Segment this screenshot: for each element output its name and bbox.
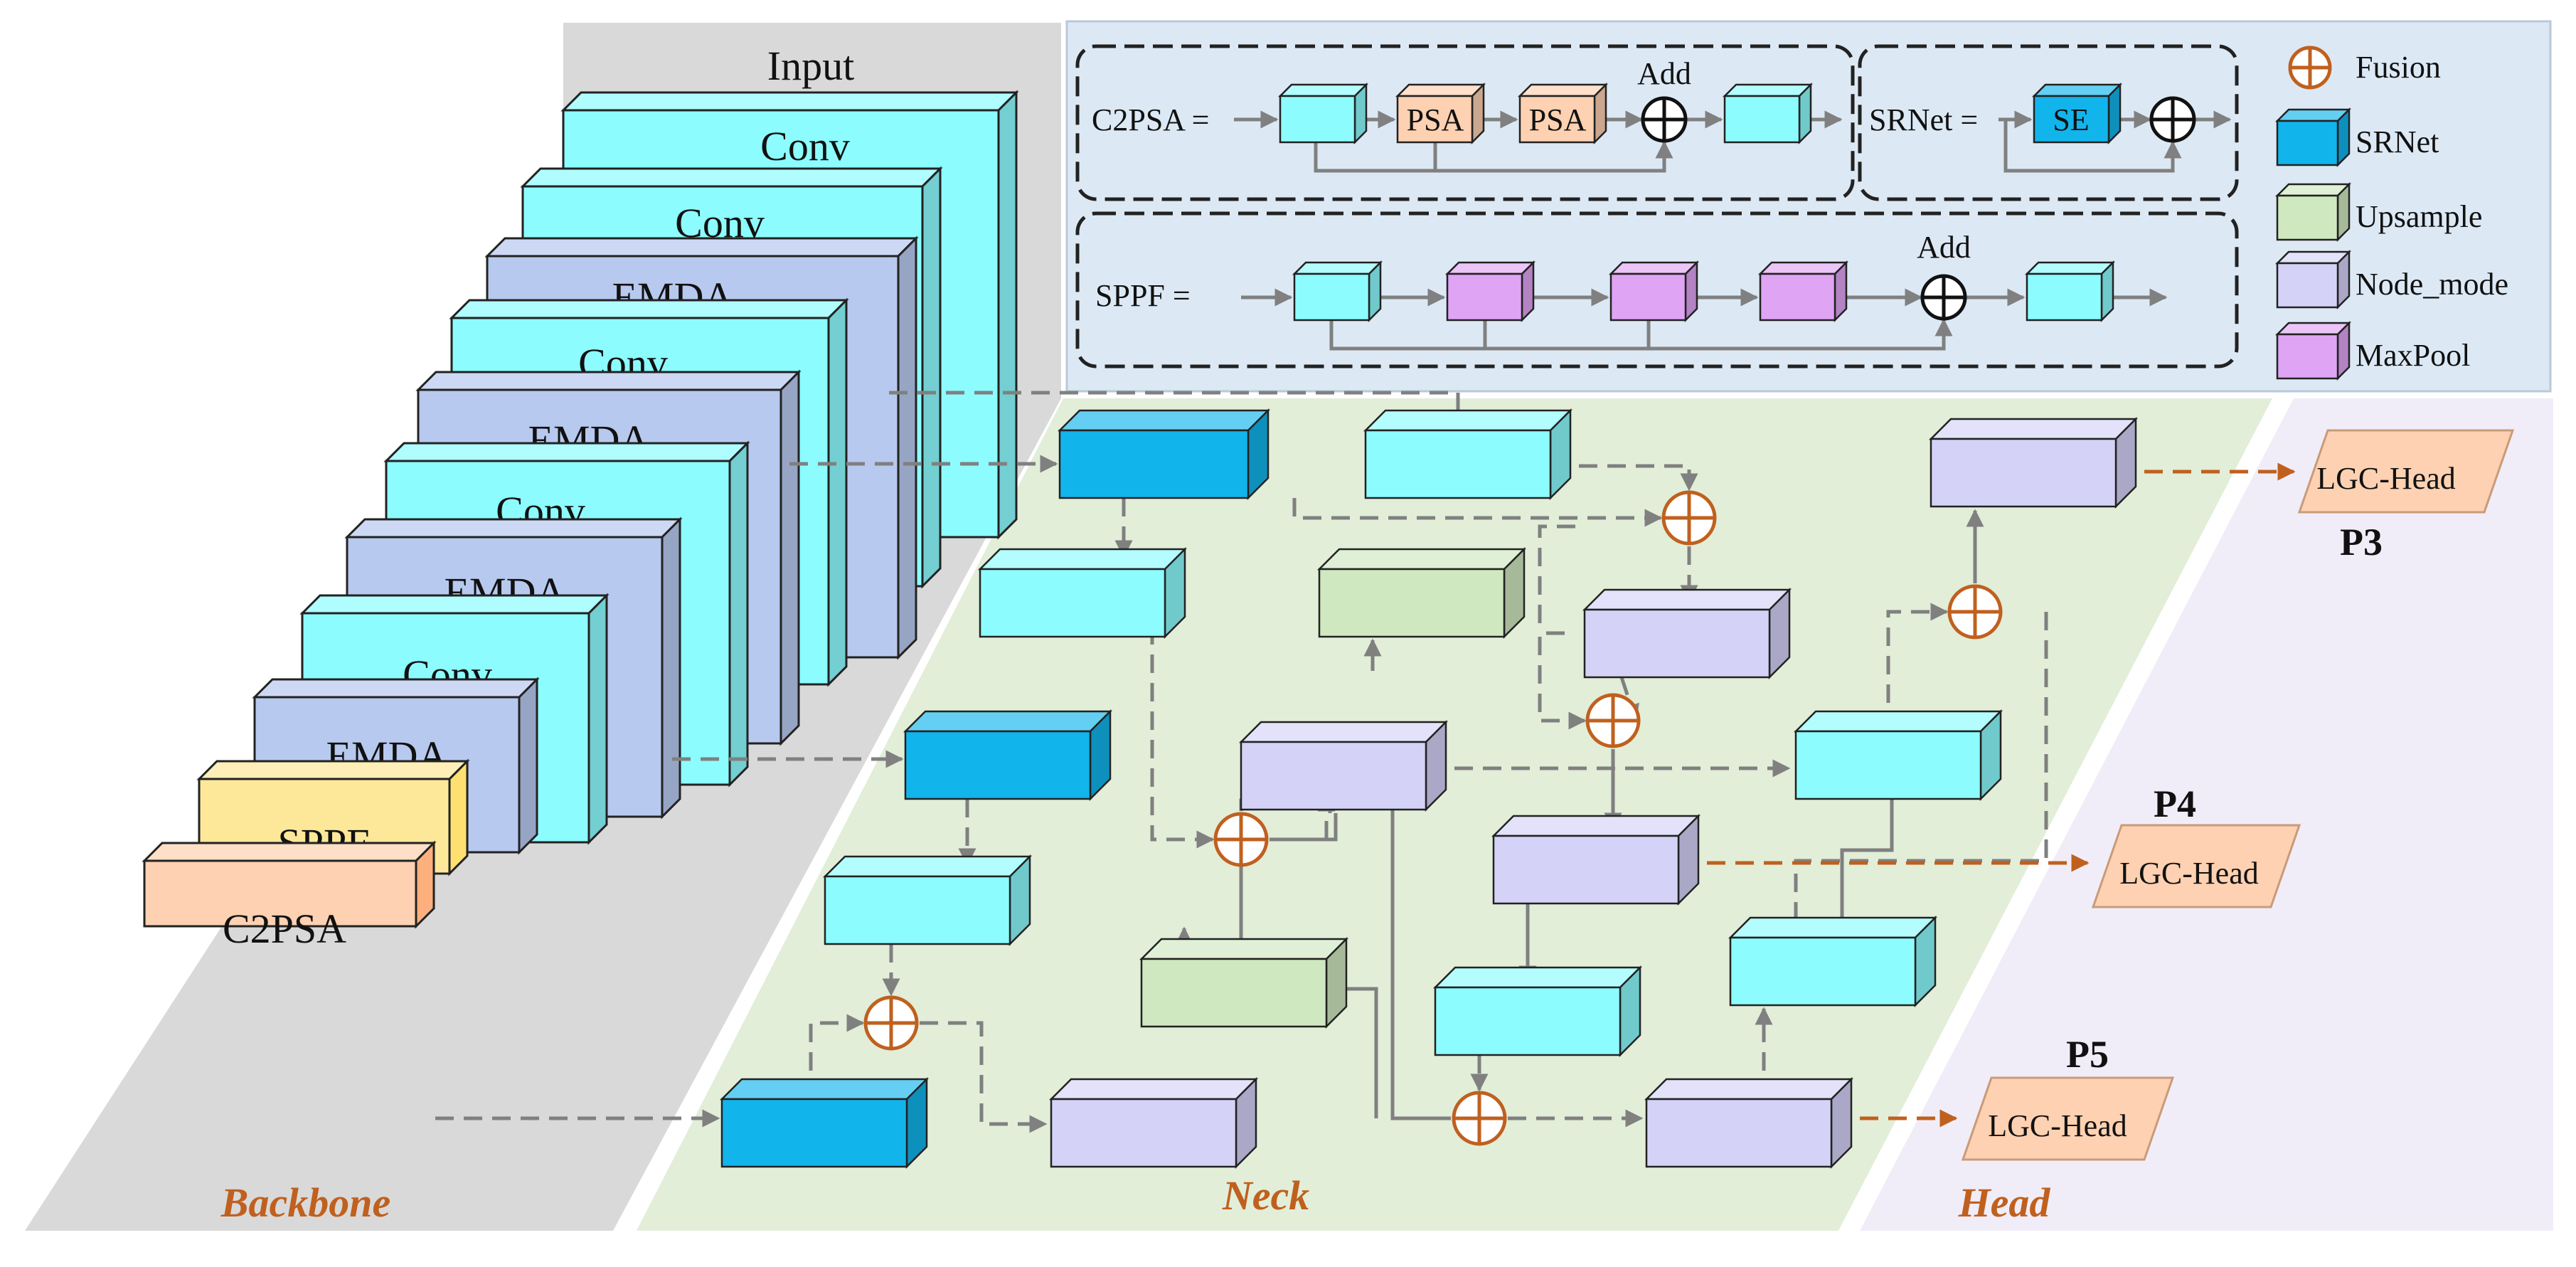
node-mode-node: [1491, 813, 1701, 906]
conv-node: [977, 546, 1188, 640]
fusion-node: [1452, 1091, 1507, 1146]
fusion-node: [863, 995, 919, 1051]
legend-label: SRNet: [2356, 124, 2439, 159]
upsample-node: [1316, 546, 1527, 640]
backbone-layer-label: C2PSA: [223, 906, 346, 952]
connector-line: [1270, 813, 1338, 842]
maxpool-block: [1444, 260, 1536, 323]
psa-label: PSA: [1529, 102, 1587, 137]
legend-label: Node_mode: [2356, 267, 2508, 302]
backbone-section-label: Backbone: [220, 1179, 390, 1226]
conv-block: [2024, 260, 2116, 323]
c2psa-definition-box: [1075, 44, 1855, 201]
head-label: LGC-Head: [2119, 856, 2259, 891]
lgc-head-p3: LGC-Head: [2297, 429, 2515, 514]
legend-fusion-icon: [2288, 46, 2332, 90]
connector-line: [1794, 612, 2048, 932]
head-region: [1860, 398, 2553, 1231]
connector-line: [1550, 464, 1698, 492]
connector-line: [1840, 799, 1894, 938]
legend-swatch: [2274, 249, 2352, 310]
add-label: Add: [1637, 56, 1691, 91]
connector-line: [1390, 742, 1451, 1120]
legend-swatch: [2274, 320, 2352, 381]
add-node: [2149, 96, 2196, 143]
connector-line: [1292, 498, 1663, 527]
lgc-head-p4: LGC-Head: [2091, 824, 2301, 908]
head-section-label: Head: [1958, 1179, 2051, 1226]
head-scale-label: P3: [2340, 521, 2383, 563]
se-block: [2031, 82, 2123, 145]
conv-block: [1277, 82, 1369, 145]
upsample-node: [1139, 936, 1349, 1029]
srnet-node: [719, 1076, 930, 1170]
connector-line: [1538, 524, 1575, 633]
add-label: Add: [1917, 230, 1971, 265]
srnet-node: [903, 709, 1113, 802]
conv-block: [1292, 260, 1383, 323]
lgc-head-p5: LGC-Head: [1961, 1076, 2175, 1161]
connector-line: [920, 1021, 1048, 1133]
connector-line: [2003, 120, 2182, 173]
maxpool-block: [1757, 260, 1849, 323]
fusion-node: [1947, 584, 2003, 640]
c2psa-definition-label: C2PSA =: [1092, 102, 1209, 137]
maxpool-block: [1608, 260, 1700, 323]
node-mode-node: [1582, 587, 1792, 680]
connector-line: [1538, 631, 1587, 730]
backbone-layer-11: C2PSA: [142, 840, 437, 952]
srnet-definition-box: [1858, 44, 2239, 201]
connector-line: [1329, 318, 1953, 351]
connector-line: [1314, 140, 1673, 173]
legend-label: MaxPool: [2356, 338, 2470, 373]
srnet-definition-label: SRNet =: [1869, 102, 1978, 137]
conv-node: [1363, 408, 1573, 501]
sppf-definition-box: [1075, 211, 2239, 369]
node-mode-node: [1928, 416, 2139, 509]
conv-node: [1793, 709, 2003, 802]
head-scale-label: P4: [2154, 783, 2196, 825]
neck-section-label: Neck: [1222, 1172, 1309, 1219]
psa-block: [1517, 82, 1609, 145]
legend-swatch: [2274, 181, 2352, 243]
add-node: [1641, 96, 1688, 143]
legend-label: Upsample: [2356, 199, 2482, 234]
fusion-node: [1585, 693, 1641, 748]
head-label: LGC-Head: [1988, 1108, 2127, 1143]
conv-node: [1432, 965, 1643, 1058]
add-node: [1920, 274, 1967, 321]
connector-line: [1150, 569, 1215, 849]
head-label: LGC-Head: [2316, 461, 2456, 496]
node-mode-node: [1048, 1076, 1259, 1170]
conv-node: [822, 854, 1033, 947]
head-scale-label: P5: [2066, 1033, 2109, 1076]
psa-block: [1395, 82, 1486, 145]
input-label: Input: [767, 43, 854, 89]
srnet-node: [1057, 408, 1271, 501]
connector-line: [1886, 603, 1949, 731]
fusion-node: [1661, 490, 1717, 546]
conv-block: [1722, 82, 1814, 145]
fusion-node: [1213, 812, 1269, 867]
psa-label: PSA: [1407, 102, 1464, 137]
legend-label: Fusion: [2356, 50, 2441, 85]
node-mode-node: [1238, 719, 1449, 812]
se-label: SE: [2053, 102, 2089, 137]
node-mode-node: [1644, 1076, 1854, 1170]
legend-swatch: [2274, 107, 2352, 168]
conv-node: [1728, 915, 1938, 1008]
backbone-layer-label: Conv: [760, 123, 850, 169]
sppf-definition-label: SPPF =: [1095, 278, 1191, 313]
